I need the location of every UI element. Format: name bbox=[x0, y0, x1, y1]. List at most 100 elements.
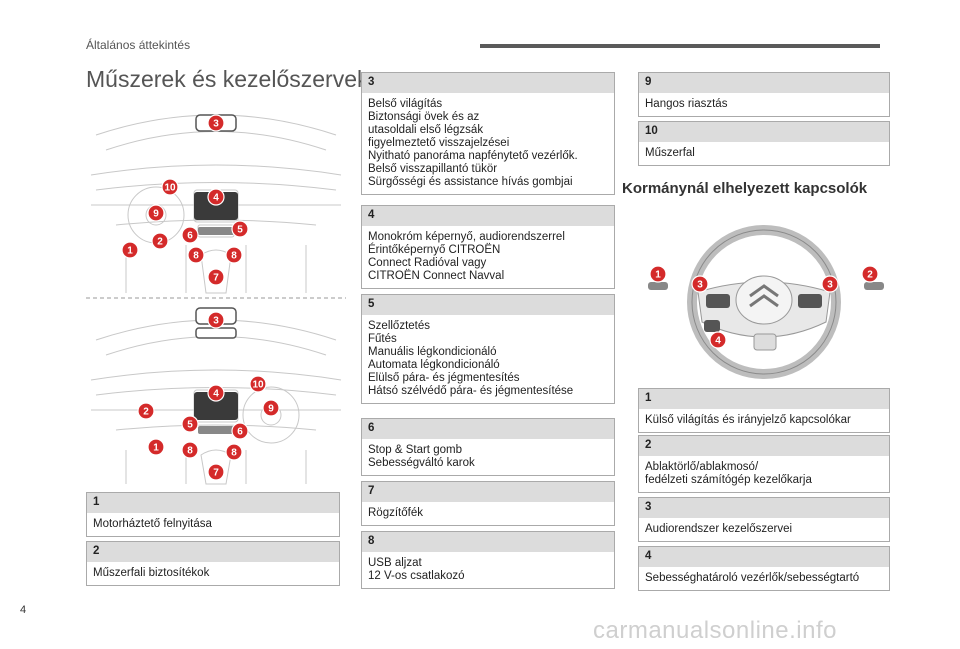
callout-badge-3: 3 bbox=[821, 275, 839, 293]
info-box-1-steering: 1 Külső világítás és irányjelző kapcsoló… bbox=[638, 388, 890, 433]
box-text: Audiorendszer kezelőszervei bbox=[645, 523, 793, 535]
callout-badge-2: 2 bbox=[861, 265, 879, 283]
section-header-title: Általános áttekintés bbox=[86, 38, 191, 52]
callout-badge-6: 6 bbox=[231, 422, 249, 440]
box-number: 4 bbox=[362, 206, 614, 226]
svg-text:9: 9 bbox=[268, 404, 274, 415]
callout-badge-8: 8 bbox=[187, 246, 205, 264]
bottom-diagram-badges: 3 4 10 9 2 5 6 1 8 8 7 bbox=[137, 311, 280, 481]
info-box-9: 9 Hangos riasztás bbox=[638, 72, 890, 117]
svg-text:3: 3 bbox=[213, 119, 219, 130]
box-text: Connect Radióval vagy bbox=[368, 257, 487, 269]
svg-text:4: 4 bbox=[213, 389, 219, 400]
box-text: Sebességhatároló vezérlők/sebességtartó bbox=[645, 572, 860, 584]
svg-text:8: 8 bbox=[187, 446, 193, 457]
svg-text:6: 6 bbox=[237, 427, 243, 438]
svg-text:2: 2 bbox=[157, 237, 163, 248]
callout-badge-10: 10 bbox=[161, 178, 179, 196]
svg-text:1: 1 bbox=[655, 270, 661, 281]
box-number: 5 bbox=[362, 295, 614, 315]
info-box-4-steering: 4 Sebességhatároló vezérlők/sebességtart… bbox=[638, 546, 890, 591]
info-box-2-steering: 2 Ablaktörlő/ablakmosó/ fedélzeti számít… bbox=[638, 435, 890, 493]
box-number: 4 bbox=[639, 547, 889, 567]
box-text: USB aljzat bbox=[368, 557, 422, 569]
callout-badge-8: 8 bbox=[181, 441, 199, 459]
page-number: 4 bbox=[20, 604, 27, 616]
svg-text:8: 8 bbox=[231, 251, 237, 262]
box-text: Elülső pára- és jégmentesítés bbox=[368, 372, 520, 384]
steering-wheel-diagram: 1 2 3 3 4 bbox=[648, 225, 884, 379]
page-title: Műszerek és kezelőszervek bbox=[86, 66, 369, 92]
info-box-7: 7 Rögzítőfék bbox=[361, 481, 615, 526]
box-text: Monokróm képernyő, audiorendszerrel bbox=[368, 231, 565, 243]
box-text: Külső világítás és irányjelző kapcsolóka… bbox=[645, 414, 851, 426]
svg-text:1: 1 bbox=[127, 246, 133, 257]
svg-text:4: 4 bbox=[715, 336, 721, 347]
info-box-10: 10 Műszerfal bbox=[638, 121, 890, 166]
svg-text:10: 10 bbox=[164, 183, 176, 194]
box-number: 1 bbox=[87, 493, 339, 513]
box-number: 8 bbox=[362, 532, 614, 552]
callout-badge-5: 5 bbox=[231, 220, 249, 238]
box-text: Automata légkondicionáló bbox=[368, 359, 500, 371]
box-text: Ablaktörlő/ablakmosó/ bbox=[645, 461, 759, 473]
info-box-2-left: 2 Műszerfali biztosítékok bbox=[86, 541, 340, 586]
info-box-5: 5 Szellőztetés Fűtés Manuális légkondici… bbox=[361, 294, 615, 404]
callout-badge-6: 6 bbox=[181, 226, 199, 244]
callout-badge-1: 1 bbox=[147, 438, 165, 456]
svg-text:5: 5 bbox=[187, 420, 193, 431]
steering-badges: 1 2 3 3 4 bbox=[649, 265, 879, 349]
callout-badge-2: 2 bbox=[137, 402, 155, 420]
callout-badge-4: 4 bbox=[709, 331, 727, 349]
callout-badge-9: 9 bbox=[147, 204, 165, 222]
box-number: 2 bbox=[87, 542, 339, 562]
box-text: Fűtés bbox=[368, 333, 397, 345]
box-text: Rögzítőfék bbox=[368, 507, 423, 519]
box-text: Belső világítás bbox=[368, 98, 443, 110]
svg-text:3: 3 bbox=[697, 280, 703, 291]
info-box-1-left: 1 Motorháztető felnyitása bbox=[86, 492, 340, 537]
svg-text:2: 2 bbox=[143, 407, 149, 418]
svg-text:6: 6 bbox=[187, 231, 193, 242]
callout-badge-8: 8 bbox=[225, 246, 243, 264]
box-text: utasoldali első légzsák bbox=[368, 124, 484, 136]
box-text: Belső visszapillantó tükör bbox=[368, 163, 498, 175]
box-text: Stop & Start gomb bbox=[368, 444, 462, 456]
box-text: figyelmeztető visszajelzései bbox=[368, 137, 510, 149]
info-box-3-steering: 3 Audiorendszer kezelőszervei bbox=[638, 497, 890, 542]
callout-badge-4: 4 bbox=[207, 384, 225, 402]
diagram-divider bbox=[86, 297, 346, 299]
box-text: Manuális légkondicionáló bbox=[368, 346, 497, 358]
svg-text:8: 8 bbox=[231, 448, 237, 459]
box-text: Sebességváltó karok bbox=[368, 457, 475, 469]
callout-badge-1: 1 bbox=[121, 241, 139, 259]
svg-text:3: 3 bbox=[213, 316, 219, 327]
box-number: 9 bbox=[639, 73, 889, 93]
box-number: 3 bbox=[362, 73, 614, 93]
callout-badge-1: 1 bbox=[649, 265, 667, 283]
dashboard-diagram-rhd: 3 4 10 9 2 5 6 1 8 8 7 bbox=[90, 307, 342, 485]
callout-badge-7: 7 bbox=[207, 268, 225, 286]
box-text: fedélzeti számítógép kezelőkarja bbox=[645, 474, 812, 486]
callout-badge-10: 10 bbox=[249, 375, 267, 393]
info-box-8: 8 USB aljzat 12 V-os csatlakozó bbox=[361, 531, 615, 589]
box-text: 12 V-os csatlakozó bbox=[368, 570, 465, 582]
box-number: 7 bbox=[362, 482, 614, 502]
info-box-6: 6 Stop & Start gomb Sebességváltó karok bbox=[361, 418, 615, 476]
box-text: Motorháztető felnyitása bbox=[93, 518, 212, 530]
box-number: 1 bbox=[639, 389, 889, 409]
steering-section-title: Kormánynál elhelyezett kapcsolók bbox=[622, 180, 868, 197]
callout-badge-4: 4 bbox=[207, 188, 225, 206]
callout-badge-3: 3 bbox=[207, 311, 225, 329]
section-header-bar bbox=[480, 44, 880, 48]
box-number: 2 bbox=[639, 436, 889, 456]
svg-text:7: 7 bbox=[213, 468, 219, 479]
callout-badge-8: 8 bbox=[225, 443, 243, 461]
svg-text:10: 10 bbox=[252, 380, 264, 391]
box-text: Nyitható panoráma napfénytető vezérlők. bbox=[368, 150, 578, 162]
svg-text:9: 9 bbox=[153, 209, 159, 220]
box-text: Hátsó szélvédő pára- és jégmentesítése bbox=[368, 385, 574, 397]
info-box-3: 3 Belső világítás Biztonsági övek és az … bbox=[361, 72, 615, 195]
svg-text:3: 3 bbox=[827, 280, 833, 291]
callout-badge-2: 2 bbox=[151, 232, 169, 250]
